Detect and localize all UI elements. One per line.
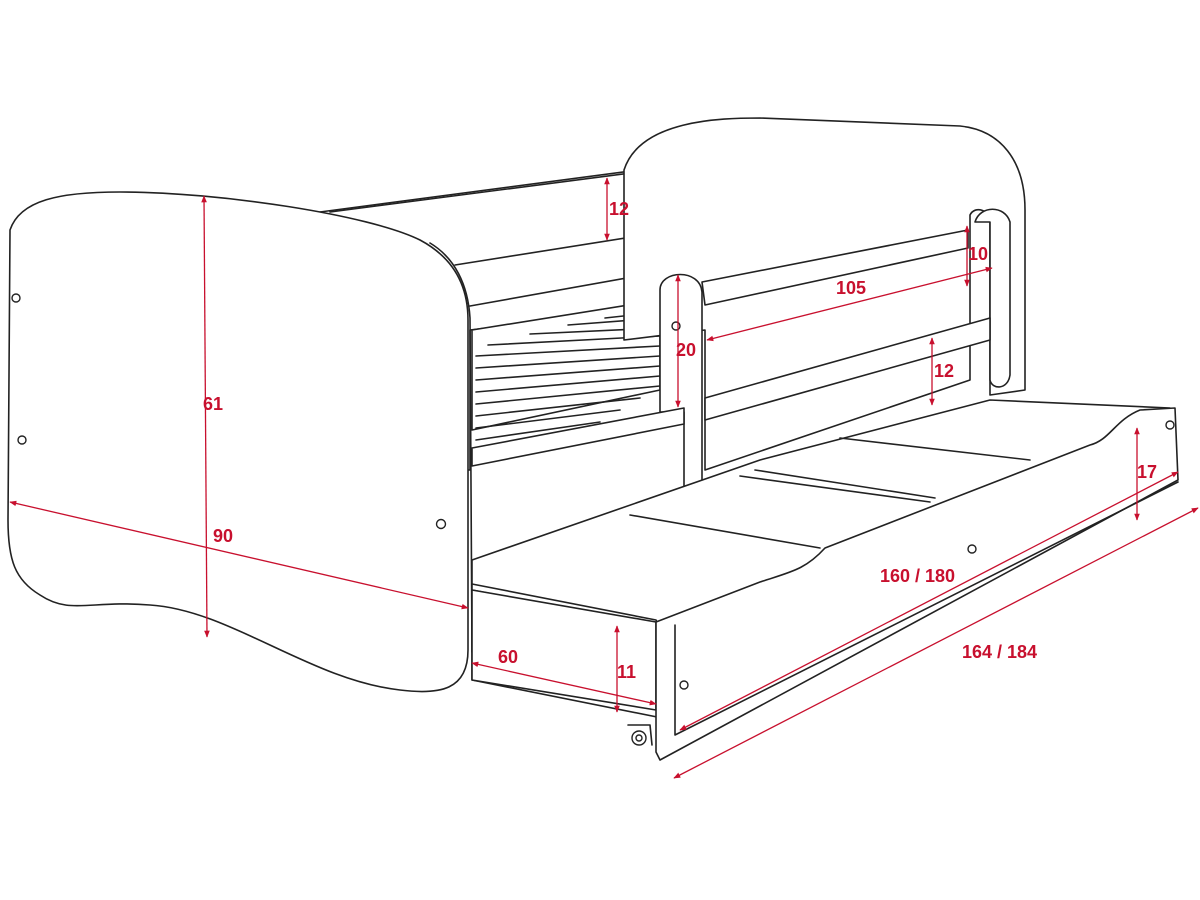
screw-hole	[435, 518, 447, 530]
headboard-panel	[7, 191, 469, 693]
slat	[475, 345, 661, 357]
slat	[475, 365, 661, 381]
headboard-thickness	[429, 242, 473, 653]
screw-hole	[671, 321, 681, 331]
label-drawer-depth: 60	[498, 647, 518, 667]
slat	[475, 409, 621, 429]
label-guard-height: 20	[676, 340, 696, 360]
screw-hole	[17, 435, 27, 445]
dimension-labels: 61 90 12 20 105 10 12 17 160 / 180 164 /…	[203, 199, 1157, 682]
slat	[475, 375, 661, 393]
label-headboard-height: 61	[203, 394, 223, 414]
dim-line-guard-length	[706, 266, 993, 342]
label-guard-length: 105	[836, 278, 866, 298]
dim-line-drawer-outer-length	[673, 507, 1199, 779]
label-bed-width: 90	[213, 526, 233, 546]
slat	[475, 421, 601, 441]
rail-top-base	[469, 275, 639, 307]
label-guard-rail-height: 10	[968, 244, 988, 264]
screw-hole	[679, 680, 689, 690]
guard-post	[659, 273, 703, 499]
label-drawer-outer-length: 164 / 184	[962, 642, 1037, 662]
back-panel-top-edge	[329, 171, 639, 213]
dim-line-bed-width	[9, 500, 469, 610]
label-drawer-front-height: 17	[1137, 462, 1157, 482]
label-rail-lower-height: 12	[934, 361, 954, 381]
headboard	[7, 191, 473, 693]
label-drawer-bottom-height: 11	[617, 662, 636, 682]
drawer-divider	[839, 437, 1031, 461]
dim-line-drawer-depth	[471, 661, 657, 706]
dimension-lines	[9, 177, 1199, 779]
label-rail-top-height: 12	[609, 199, 629, 219]
label-drawer-inner-length: 160 / 180	[880, 566, 955, 586]
screw-hole	[967, 544, 977, 554]
slat	[475, 397, 641, 417]
guard-end-post	[974, 208, 1011, 388]
slat	[475, 385, 661, 405]
rail-top-lower-edge	[454, 235, 639, 266]
slat	[475, 355, 661, 369]
screw-hole	[1165, 420, 1175, 430]
guard-side-rail	[471, 407, 685, 467]
caster-bracket	[627, 724, 653, 746]
caster-hub	[635, 734, 643, 742]
screw-hole	[11, 293, 21, 303]
